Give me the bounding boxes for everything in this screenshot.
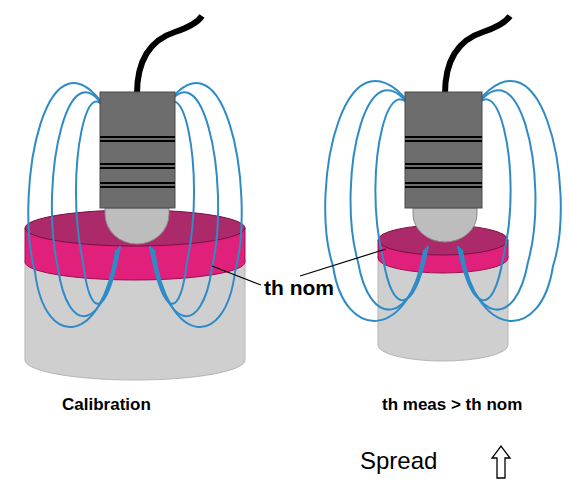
- eddy-probe: [405, 92, 482, 242]
- spread-label: Spread: [360, 448, 437, 474]
- field-lines: [28, 81, 560, 327]
- measured-specimen: [378, 225, 508, 361]
- up-arrow: [492, 446, 510, 478]
- thickness-label: th nom: [264, 276, 334, 299]
- leader-line: [212, 266, 261, 285]
- probe-cable: [445, 16, 510, 94]
- panel-caption: th meas > th nom: [382, 396, 522, 415]
- probe-cable: [137, 16, 202, 94]
- panel-caption: Calibration: [62, 396, 151, 415]
- leader-line: [300, 249, 386, 276]
- eddy-probe: [100, 92, 175, 244]
